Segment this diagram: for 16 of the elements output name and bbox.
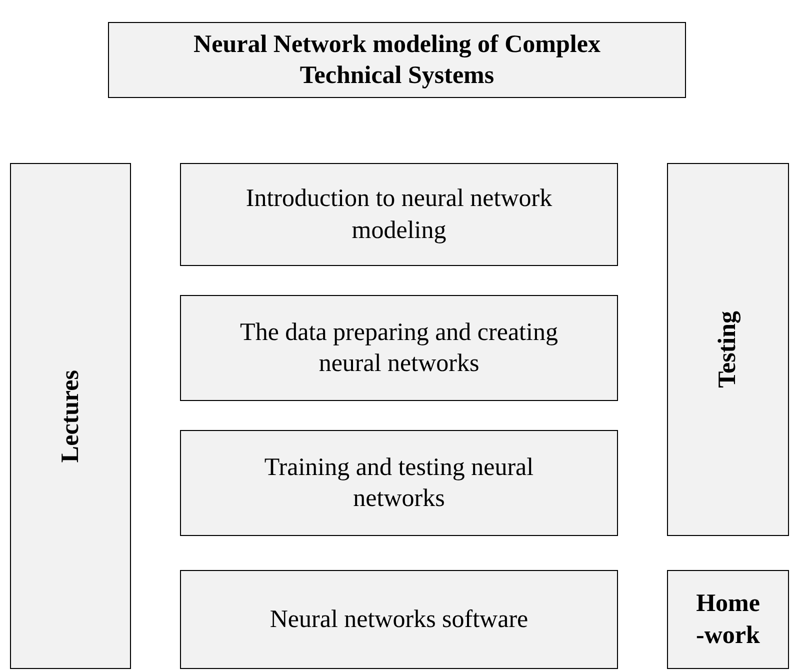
box-label: Neural networks software [270, 604, 528, 635]
box-label: Introduction to neural network modeling [244, 184, 554, 246]
box-label: The data preparing and creating neural networks [239, 318, 559, 379]
topic-box [180, 163, 618, 266]
topic-box [180, 430, 618, 536]
vertical-label: Lectures [56, 370, 85, 462]
title-box [108, 22, 686, 98]
category-box [667, 163, 789, 536]
topic-box [180, 295, 618, 401]
category-box [10, 163, 131, 669]
topic-box [180, 570, 618, 669]
box-label: Training and testing neural networks [263, 452, 535, 514]
category-box [667, 570, 789, 669]
box-label: Home -work [695, 589, 761, 650]
vertical-label: Testing [713, 311, 742, 388]
box-label: Neural Network modeling of Complex Technical Systems [192, 30, 602, 91]
